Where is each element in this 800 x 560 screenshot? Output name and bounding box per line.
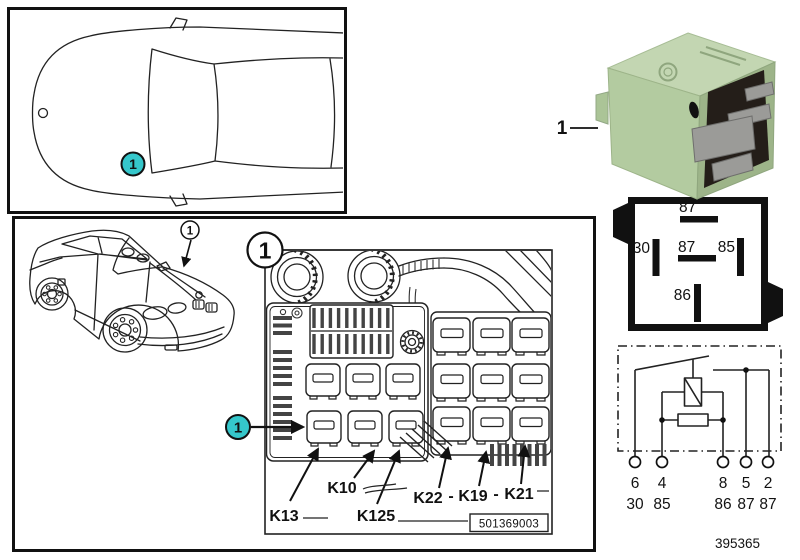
kidney-grille-left bbox=[192, 299, 205, 310]
k-label-arrows bbox=[289, 444, 531, 505]
pin-bar-87-center bbox=[678, 255, 716, 262]
terminal-pin-87a: 87 bbox=[737, 496, 754, 513]
fusebox-drawing: 1 1 K13 K10 K125 K22 - bbox=[225, 231, 553, 535]
relay-pointer-label: 1 bbox=[234, 420, 242, 437]
terminal-num-8: 8 bbox=[719, 475, 728, 492]
hood-nozzle-circle bbox=[37, 107, 49, 119]
terminal-num-2: 2 bbox=[764, 475, 773, 492]
label-sep2: - bbox=[493, 486, 498, 503]
relay-callout-label: 1 bbox=[557, 118, 568, 139]
relay-photo: 1 bbox=[557, 32, 777, 200]
pin-label-86: 86 bbox=[674, 287, 691, 304]
location-badge-label: 1 bbox=[129, 156, 137, 172]
terminal-num-6: 6 bbox=[631, 475, 640, 492]
fuse-comb bbox=[309, 304, 394, 359]
ribbed-cable-ramp bbox=[399, 420, 453, 463]
relay-latch-tab bbox=[595, 91, 609, 125]
bmw-roundel-grille bbox=[195, 291, 203, 299]
pin-label-87-top: 87 bbox=[679, 199, 696, 216]
right-lock-tab bbox=[768, 282, 783, 323]
label-k21: K21 bbox=[504, 486, 533, 503]
relay-socket-hole bbox=[689, 101, 699, 119]
location-badge bbox=[120, 151, 146, 177]
headlight-outer bbox=[142, 306, 168, 320]
circuit-schematic: 6 4 8 5 2 30 85 86 87 87 bbox=[617, 345, 782, 513]
terminal-num-5: 5 bbox=[742, 475, 751, 492]
left-lock-tab bbox=[613, 203, 628, 244]
rear-wheel bbox=[35, 277, 69, 311]
panel-screw-large bbox=[291, 307, 303, 319]
schematic-resistor bbox=[677, 413, 709, 427]
schematic-wires bbox=[634, 355, 770, 457]
doc-number: 395365 bbox=[715, 536, 760, 551]
fusebox-callout-label: 1 bbox=[259, 238, 272, 264]
pin-bar-85 bbox=[737, 238, 744, 276]
roof-lines bbox=[213, 57, 343, 169]
relay-pointer: 1 bbox=[225, 414, 306, 440]
label-k19: K19 bbox=[458, 488, 487, 505]
car-top-view-drawing bbox=[31, 17, 343, 207]
label-k13: K13 bbox=[269, 508, 298, 525]
pin-bar-87-top bbox=[680, 216, 718, 223]
round-connector bbox=[399, 329, 425, 355]
vent-slots-left bbox=[273, 316, 292, 440]
relay-roundel-emboss bbox=[658, 46, 747, 82]
rear-window-line bbox=[329, 58, 336, 168]
pin-label-85: 85 bbox=[718, 239, 735, 256]
terminal-pin-86: 86 bbox=[714, 496, 731, 513]
front-wheel bbox=[102, 307, 148, 353]
pin-diagram: 87 30 87 85 86 bbox=[613, 197, 783, 331]
part-number: 501369003 bbox=[479, 519, 539, 531]
relay-pins bbox=[691, 81, 775, 182]
relay-pointer-badge bbox=[225, 414, 251, 440]
pin-label-30: 30 bbox=[633, 240, 651, 257]
panel-top-view-border bbox=[7, 7, 347, 214]
car-callout-label: 1 bbox=[187, 226, 194, 238]
label-k10: K10 bbox=[327, 480, 356, 497]
headlight-inner bbox=[167, 302, 187, 314]
panel-top-view: 1 bbox=[7, 7, 347, 214]
label-k125: K125 bbox=[357, 508, 395, 525]
door-mirror bbox=[156, 261, 171, 272]
terminal-pin-87b: 87 bbox=[759, 496, 776, 513]
fusebox-callout-circle bbox=[246, 231, 284, 269]
label-sep1: - bbox=[448, 488, 453, 505]
label-leader-lines bbox=[303, 483, 549, 522]
schematic-border bbox=[617, 345, 782, 452]
part-number-box bbox=[469, 513, 549, 533]
terminal-num-4: 4 bbox=[658, 475, 667, 492]
kidney-grille-right bbox=[205, 302, 218, 313]
car-callout: 1 bbox=[180, 220, 200, 268]
terminal-pins: 30 85 86 87 87 bbox=[626, 496, 776, 513]
terminal-pin-30: 30 bbox=[626, 496, 644, 513]
panel-location: 1 bbox=[12, 216, 596, 552]
side-mirrors bbox=[169, 17, 188, 207]
terminal-numbers: 6 4 8 5 2 bbox=[631, 475, 773, 492]
pin-label-87-center: 87 bbox=[678, 239, 695, 256]
windshield-outline bbox=[147, 48, 219, 174]
terminal-pin-85: 85 bbox=[653, 496, 670, 513]
pin-bar-86 bbox=[694, 284, 701, 322]
schematic-terminals bbox=[628, 455, 775, 469]
pin-bar-30 bbox=[652, 239, 660, 276]
panel-screw-small bbox=[279, 308, 287, 316]
label-k22: K22 bbox=[413, 490, 442, 507]
car-3d-drawing bbox=[29, 229, 235, 353]
